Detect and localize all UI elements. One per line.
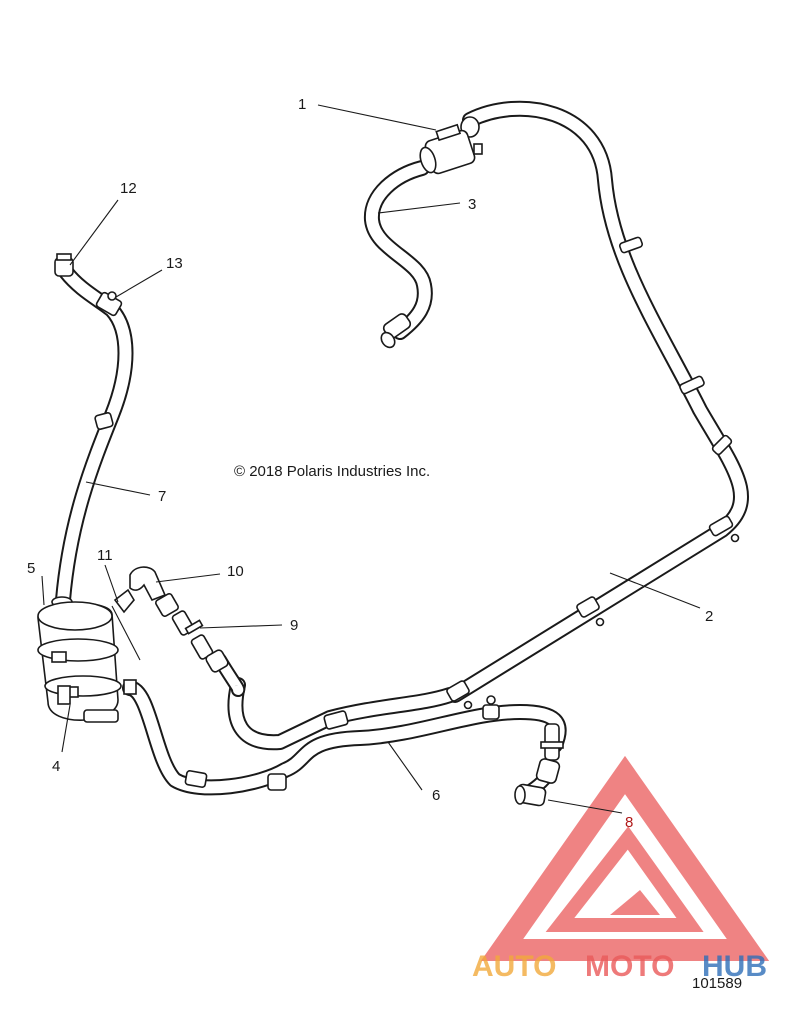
callout-12: 12 bbox=[120, 180, 137, 197]
callout-13: 13 bbox=[166, 255, 183, 272]
callout-lines bbox=[41, 104, 701, 814]
hose-3-end-fitting bbox=[380, 313, 412, 349]
callout-8: 8 bbox=[625, 814, 633, 831]
fitting-part-8 bbox=[514, 723, 564, 807]
clamp-part-13 bbox=[94, 291, 123, 430]
callout-9: 9 bbox=[290, 617, 298, 634]
watermark-brand-auto: AUTO bbox=[472, 950, 556, 983]
watermark-brand-moto: MOTO bbox=[585, 950, 674, 983]
hose-7 bbox=[55, 264, 134, 608]
callout-11: 11 bbox=[97, 547, 113, 564]
callout-2: 2 bbox=[705, 608, 713, 625]
watermark-logo bbox=[480, 755, 770, 961]
retainer-part-4 bbox=[57, 685, 71, 705]
watermark-text: AUTO MOTO HUB bbox=[472, 950, 767, 983]
canister-part-5 bbox=[37, 596, 137, 723]
elbow-part-10 bbox=[129, 566, 167, 602]
hose-6-clamps bbox=[184, 695, 500, 791]
diagram-number: 101589 bbox=[692, 975, 742, 992]
fitting-part-12 bbox=[54, 253, 74, 277]
callout-1: 1 bbox=[298, 96, 306, 113]
connector-part-9 bbox=[155, 593, 229, 673]
hose-2-clamps bbox=[446, 236, 740, 710]
hose-3 bbox=[363, 160, 433, 340]
hose-2 bbox=[447, 100, 749, 703]
callout-5: 5 bbox=[27, 560, 35, 577]
callout-7: 7 bbox=[158, 488, 166, 505]
watermark-brand-hub: HUB bbox=[702, 950, 767, 983]
callout-3: 3 bbox=[468, 196, 476, 213]
callout-6: 6 bbox=[432, 787, 440, 804]
purge-valve-part-1 bbox=[419, 116, 483, 175]
cap-part-11 bbox=[113, 588, 135, 614]
callout-10: 10 bbox=[227, 563, 244, 580]
copyright-text: © 2018 Polaris Industries Inc. bbox=[234, 463, 430, 480]
callout-4: 4 bbox=[52, 758, 60, 775]
